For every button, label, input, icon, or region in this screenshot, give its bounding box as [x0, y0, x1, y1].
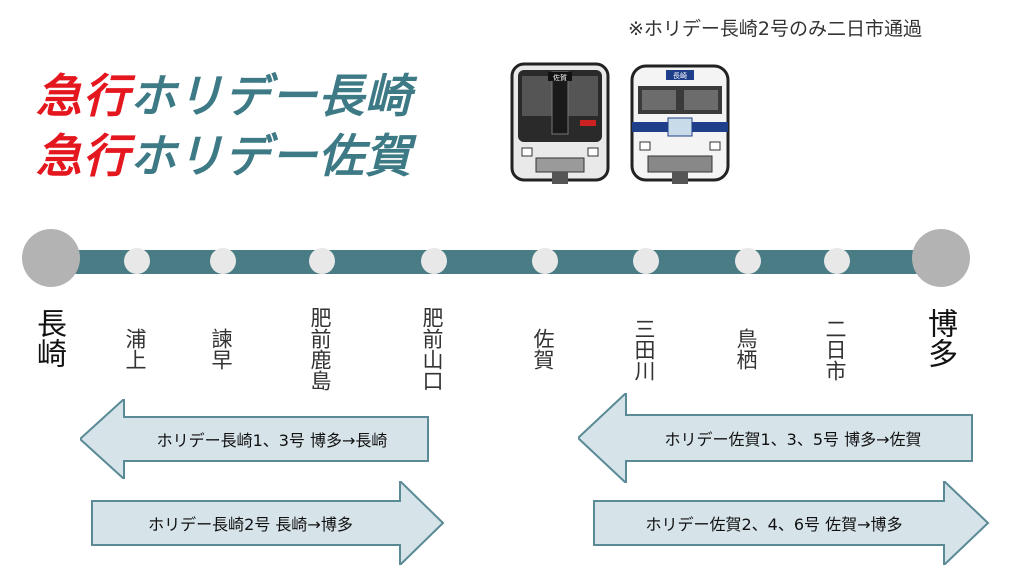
- station-label: 浦上: [123, 328, 147, 370]
- service-label: ホリデー長崎1、3号 博多→長崎: [156, 431, 388, 450]
- terminal-marker-hakata: [912, 229, 970, 287]
- service-arrow-saga-up: ホリデー佐賀2、4、6号 佐賀→博多: [592, 481, 990, 565]
- station-label: 肥前山口: [420, 307, 444, 391]
- service-kind: 急行: [36, 129, 130, 183]
- station-marker: [735, 248, 761, 274]
- station-label: 三田川: [632, 317, 656, 381]
- note-text: ※ホリデー長崎2号のみ二日市通過: [628, 18, 923, 40]
- station-marker: [421, 248, 447, 274]
- service-label: ホリデー佐賀1、3、5号 博多→佐賀: [664, 430, 922, 449]
- service-arrow-nagasaki-down: ホリデー長崎1、3号 博多→長崎: [80, 399, 430, 479]
- station-label: 諫早: [209, 328, 233, 370]
- service-label: ホリデー佐賀2、4、6号 佐賀→博多: [645, 515, 903, 534]
- terminal-marker-nagasaki: [22, 229, 80, 287]
- service-arrow-saga-down: ホリデー佐賀1、3、5号 博多→佐賀: [578, 393, 974, 483]
- destination-sign: 長崎: [673, 71, 687, 80]
- station-marker: [532, 248, 558, 274]
- station-label: 鳥栖: [734, 328, 758, 370]
- title-holiday-nagasaki: 急行ホリデー長崎: [36, 60, 412, 126]
- station-label: 長崎: [31, 308, 66, 368]
- service-label: ホリデー長崎2号 長崎→博多: [148, 515, 353, 534]
- train-type-815-icon: 佐賀: [508, 60, 612, 188]
- station-marker: [633, 248, 659, 274]
- station-marker: [824, 248, 850, 274]
- destination-sign: 佐賀: [553, 73, 567, 82]
- service-arrow-nagasaki-up: ホリデー長崎2号 長崎→博多: [90, 481, 445, 565]
- service-name: ホリデー長崎: [130, 69, 412, 123]
- station-label: 博多: [922, 308, 957, 368]
- station-marker: [309, 248, 335, 274]
- station-marker: [124, 248, 150, 274]
- train-type-713-icon: 長崎: [628, 60, 732, 188]
- service-name: ホリデー佐賀: [130, 129, 412, 183]
- station-label: 二日市: [823, 317, 847, 381]
- station-marker: [210, 248, 236, 274]
- service-kind: 急行: [36, 69, 130, 123]
- title-holiday-saga: 急行ホリデー佐賀: [36, 120, 412, 186]
- station-label: 肥前鹿島: [308, 307, 332, 391]
- route-line: [48, 250, 944, 274]
- station-label: 佐賀: [531, 328, 555, 370]
